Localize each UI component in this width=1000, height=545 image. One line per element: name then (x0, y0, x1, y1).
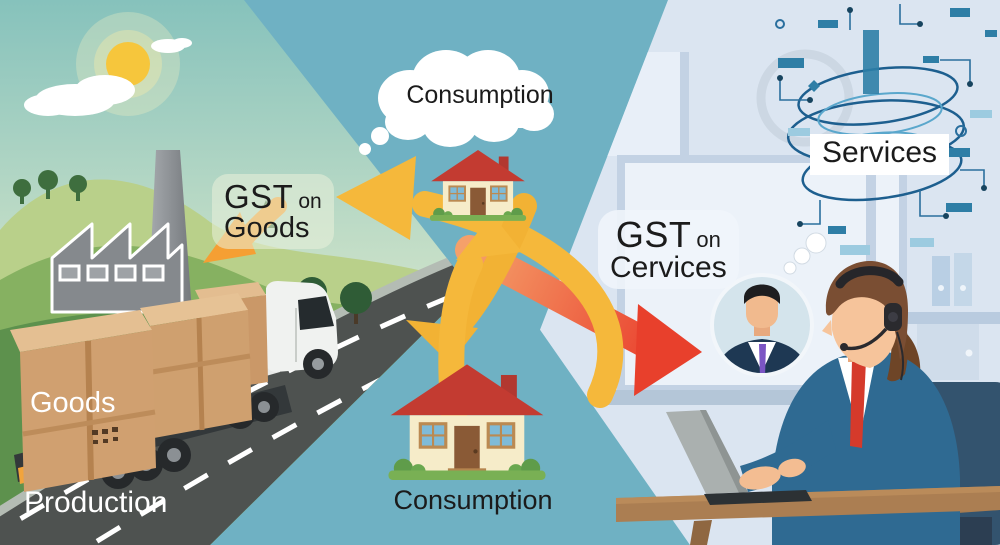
avatar-tie (759, 344, 766, 373)
goods-label: Goods (30, 387, 116, 419)
agent-tie (850, 360, 866, 448)
video-call-avatar (710, 273, 814, 377)
network-graphic (775, 4, 997, 255)
headset-mic-icon (845, 327, 888, 351)
avatar-face (746, 288, 778, 328)
laptop-base (704, 490, 812, 505)
shelf-binders (905, 253, 1000, 380)
box-markings (92, 427, 118, 444)
thought-dots (783, 232, 827, 275)
house-small-icon (429, 150, 527, 221)
factory-icon (50, 150, 192, 314)
services-label: Services (810, 134, 950, 175)
support-agent (616, 260, 1000, 545)
cardboard-boxes (10, 282, 268, 492)
production-label: Production (24, 486, 168, 519)
ring-decor (756, 49, 854, 147)
agent-hair (825, 260, 908, 360)
agent-hand (739, 466, 781, 490)
consumption-top-label: Consumption (406, 81, 554, 109)
windshield (298, 296, 334, 330)
thought-cloud (359, 50, 554, 155)
headset-band-icon (835, 266, 904, 289)
consumption-bottom-label: Consumption (393, 485, 553, 515)
house-large-icon (388, 364, 546, 480)
avatar-hair (744, 284, 780, 304)
laptop-screen (666, 410, 748, 494)
desk-leg (690, 520, 712, 545)
